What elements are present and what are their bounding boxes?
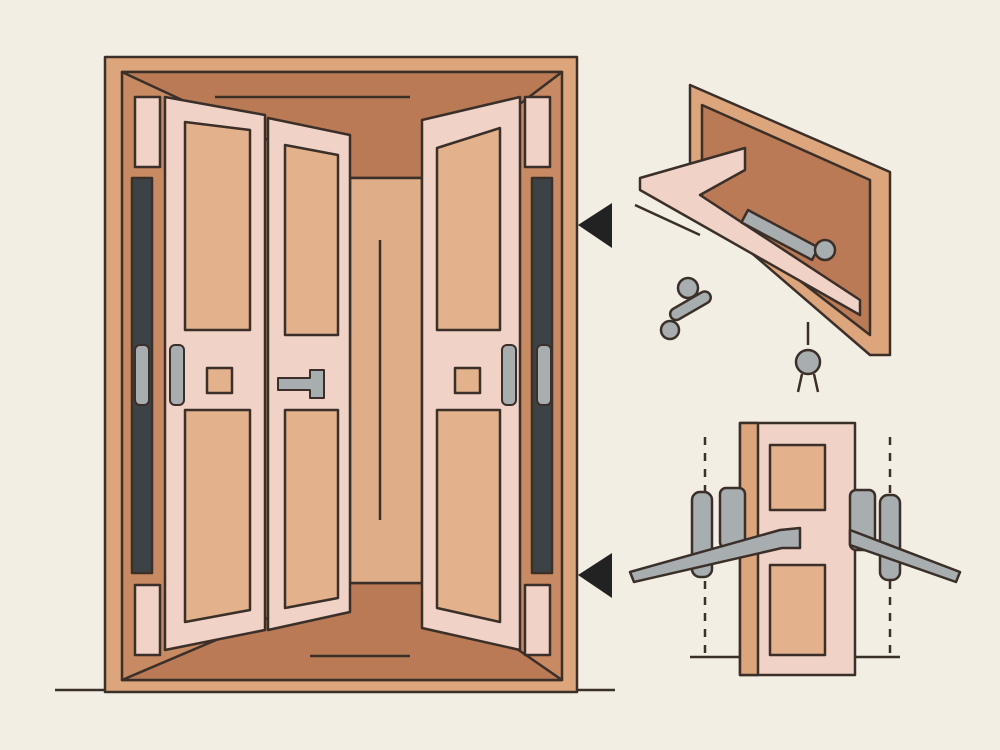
header-latch-detail <box>634 83 892 393</box>
arrow-left-icon <box>578 203 612 248</box>
hinge-icon <box>169 344 185 406</box>
arrow-left-icon <box>578 553 612 598</box>
door-handle[interactable] <box>277 369 325 399</box>
back-wall <box>348 176 424 585</box>
hinge-icon <box>536 344 552 406</box>
pin-icon <box>794 322 822 393</box>
left-door-leaf-outer[interactable] <box>163 95 267 652</box>
latch-bar-right <box>848 528 962 584</box>
latch-bar-left <box>628 526 802 584</box>
right-door-leaf[interactable] <box>420 95 522 652</box>
bolt-icon <box>659 276 712 341</box>
hinge-icon <box>501 344 517 406</box>
hinge-icon <box>134 344 150 406</box>
door-latch-detail <box>628 421 962 677</box>
